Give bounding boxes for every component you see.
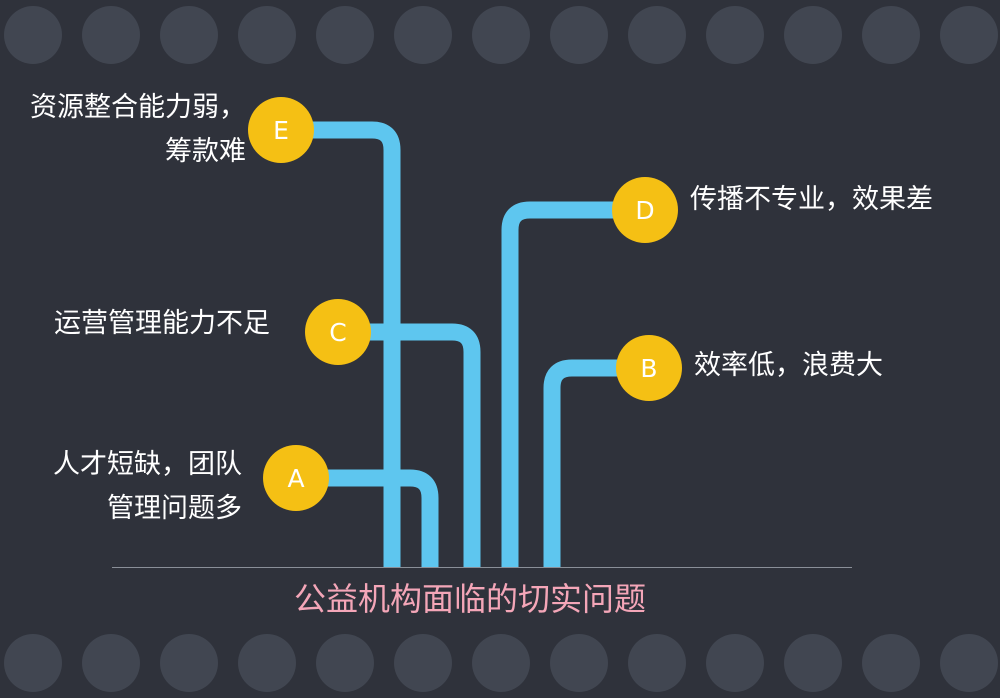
decorative-dot bbox=[784, 6, 842, 64]
decorative-dot bbox=[862, 634, 920, 692]
decorative-dot bbox=[394, 6, 452, 64]
decorative-dot bbox=[706, 6, 764, 64]
decorative-dot bbox=[82, 634, 140, 692]
decorative-dot bbox=[550, 634, 608, 692]
decorative-dot bbox=[940, 6, 998, 64]
decorative-dot bbox=[316, 634, 374, 692]
decorative-dot bbox=[316, 6, 374, 64]
badge-c: C bbox=[305, 299, 371, 365]
decorative-dot bbox=[160, 634, 218, 692]
decorative-dot bbox=[706, 634, 764, 692]
decorative-dot bbox=[4, 634, 62, 692]
decorative-dot bbox=[862, 6, 920, 64]
decorative-dot bbox=[940, 634, 998, 692]
decorative-dot bbox=[472, 634, 530, 692]
decorative-dot bbox=[82, 6, 140, 64]
decorative-dot bbox=[394, 634, 452, 692]
decorative-dot bbox=[238, 6, 296, 64]
label-a: 人才短缺，团队 管理问题多 bbox=[53, 449, 242, 524]
decorative-dot bbox=[160, 6, 218, 64]
label-b: 效率低，浪费大 bbox=[694, 350, 883, 381]
pipe-c bbox=[338, 323, 481, 568]
decorative-dot bbox=[628, 634, 686, 692]
badge-a: A bbox=[263, 445, 329, 511]
badge-e: E bbox=[248, 97, 314, 163]
label-c: 运营管理能力不足 bbox=[54, 308, 270, 339]
decorative-dot bbox=[472, 6, 530, 64]
page-title: 公益机构面临的切实问题 bbox=[293, 580, 646, 618]
pipe-e bbox=[281, 121, 401, 568]
label-d: 传播不专业，效果差 bbox=[690, 184, 933, 215]
decorative-dot bbox=[628, 6, 686, 64]
badge-b: B bbox=[616, 335, 682, 401]
decorative-dot bbox=[4, 6, 62, 64]
decorative-dot bbox=[550, 6, 608, 64]
decorative-dot bbox=[784, 634, 842, 692]
decorative-dot bbox=[238, 634, 296, 692]
pipe-a bbox=[296, 469, 439, 568]
baseline-divider bbox=[112, 567, 852, 568]
label-e: 资源整合能力弱， 筹款难 bbox=[30, 92, 246, 167]
badge-d: D bbox=[612, 177, 678, 243]
pipe-b bbox=[543, 359, 649, 568]
decorative-dot-row-bottom bbox=[0, 628, 1000, 698]
decorative-dot-row-top bbox=[0, 0, 1000, 70]
pipe-d bbox=[501, 201, 645, 568]
